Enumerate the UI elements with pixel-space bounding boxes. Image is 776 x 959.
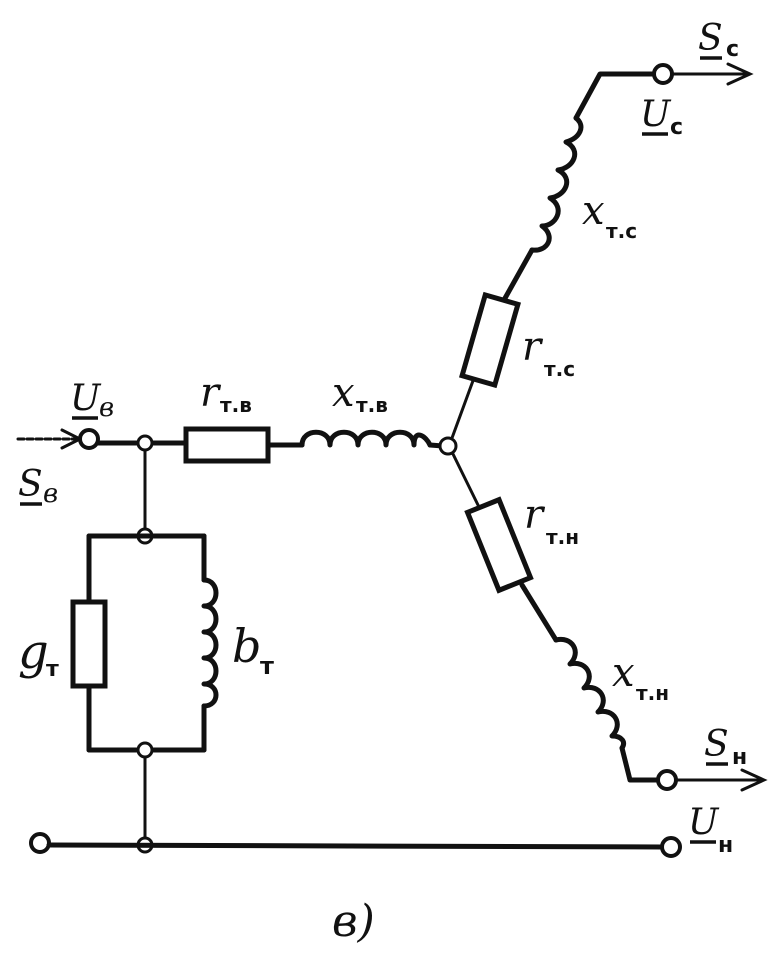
label-x-tv: x	[332, 370, 355, 416]
output-c-arrowhead	[726, 62, 754, 86]
label-b-t-sub: т	[260, 652, 274, 680]
wire-rtc-xtc	[501, 247, 535, 303]
label-s-input-sub: в	[43, 479, 58, 509]
label-u-output-n: U	[688, 802, 720, 843]
terminal-output-n	[656, 769, 678, 791]
label-s-output-n: S	[704, 724, 729, 765]
label-s-output-c: S	[698, 18, 723, 59]
label-u-output-c: U	[640, 94, 672, 135]
resistor-r-tv	[183, 426, 271, 464]
wire-rtn-xtn	[519, 582, 559, 643]
wire-star-rtc	[450, 376, 476, 440]
resistor-r-tn	[464, 496, 534, 594]
node-shunt-bottom	[136, 741, 154, 759]
label-u-output-c-sub: с	[670, 115, 683, 140]
label-g-t-sub: т	[46, 657, 59, 682]
inductor-x-tv	[299, 429, 433, 448]
label-x-tc-sub: т.с	[606, 219, 637, 243]
terminal-input	[78, 428, 100, 450]
conductance-g-t	[70, 599, 108, 689]
terminal-ground-right	[660, 836, 682, 858]
output-n-arrowhead	[740, 768, 768, 792]
figure-label: в)	[332, 896, 375, 947]
label-x-tv-sub: т.в	[356, 393, 388, 417]
label-r-tv-sub: т.в	[220, 393, 252, 417]
label-b-t: b	[232, 619, 261, 673]
label-r-tn: r	[524, 492, 546, 538]
terminal-ground-left	[29, 832, 51, 854]
node-input-junction	[136, 434, 154, 452]
label-x-tn-sub: т.н	[636, 681, 669, 705]
inductor-x-tc	[529, 115, 584, 253]
label-s-output-n-sub: н	[732, 745, 747, 770]
label-g-t: g	[18, 624, 49, 680]
label-s-input: S	[18, 464, 43, 505]
label-r-tc-sub: т.с	[544, 357, 575, 381]
label-r-tn-sub: т.н	[546, 525, 579, 549]
label-u-output-n-sub: н	[718, 833, 733, 858]
wire-xtc-terminal	[573, 71, 657, 121]
wire-star-rtn	[451, 452, 480, 507]
inductor-b-t	[201, 577, 219, 709]
label-u-input: U	[70, 378, 102, 419]
label-r-tc: r	[522, 324, 544, 370]
wire-xtn-terminal	[619, 745, 661, 783]
terminal-output-c	[652, 63, 674, 85]
label-u-input-sub: в	[99, 393, 114, 423]
resistor-r-tc	[458, 291, 522, 389]
wire-common-return	[46, 842, 665, 850]
star-point-node	[438, 436, 458, 456]
label-s-output-c-sub: с	[726, 37, 739, 62]
label-r-tv: r	[200, 370, 222, 416]
label-x-tn: x	[612, 650, 635, 696]
label-x-tc: x	[582, 188, 605, 234]
inductor-x-tn	[553, 636, 627, 751]
